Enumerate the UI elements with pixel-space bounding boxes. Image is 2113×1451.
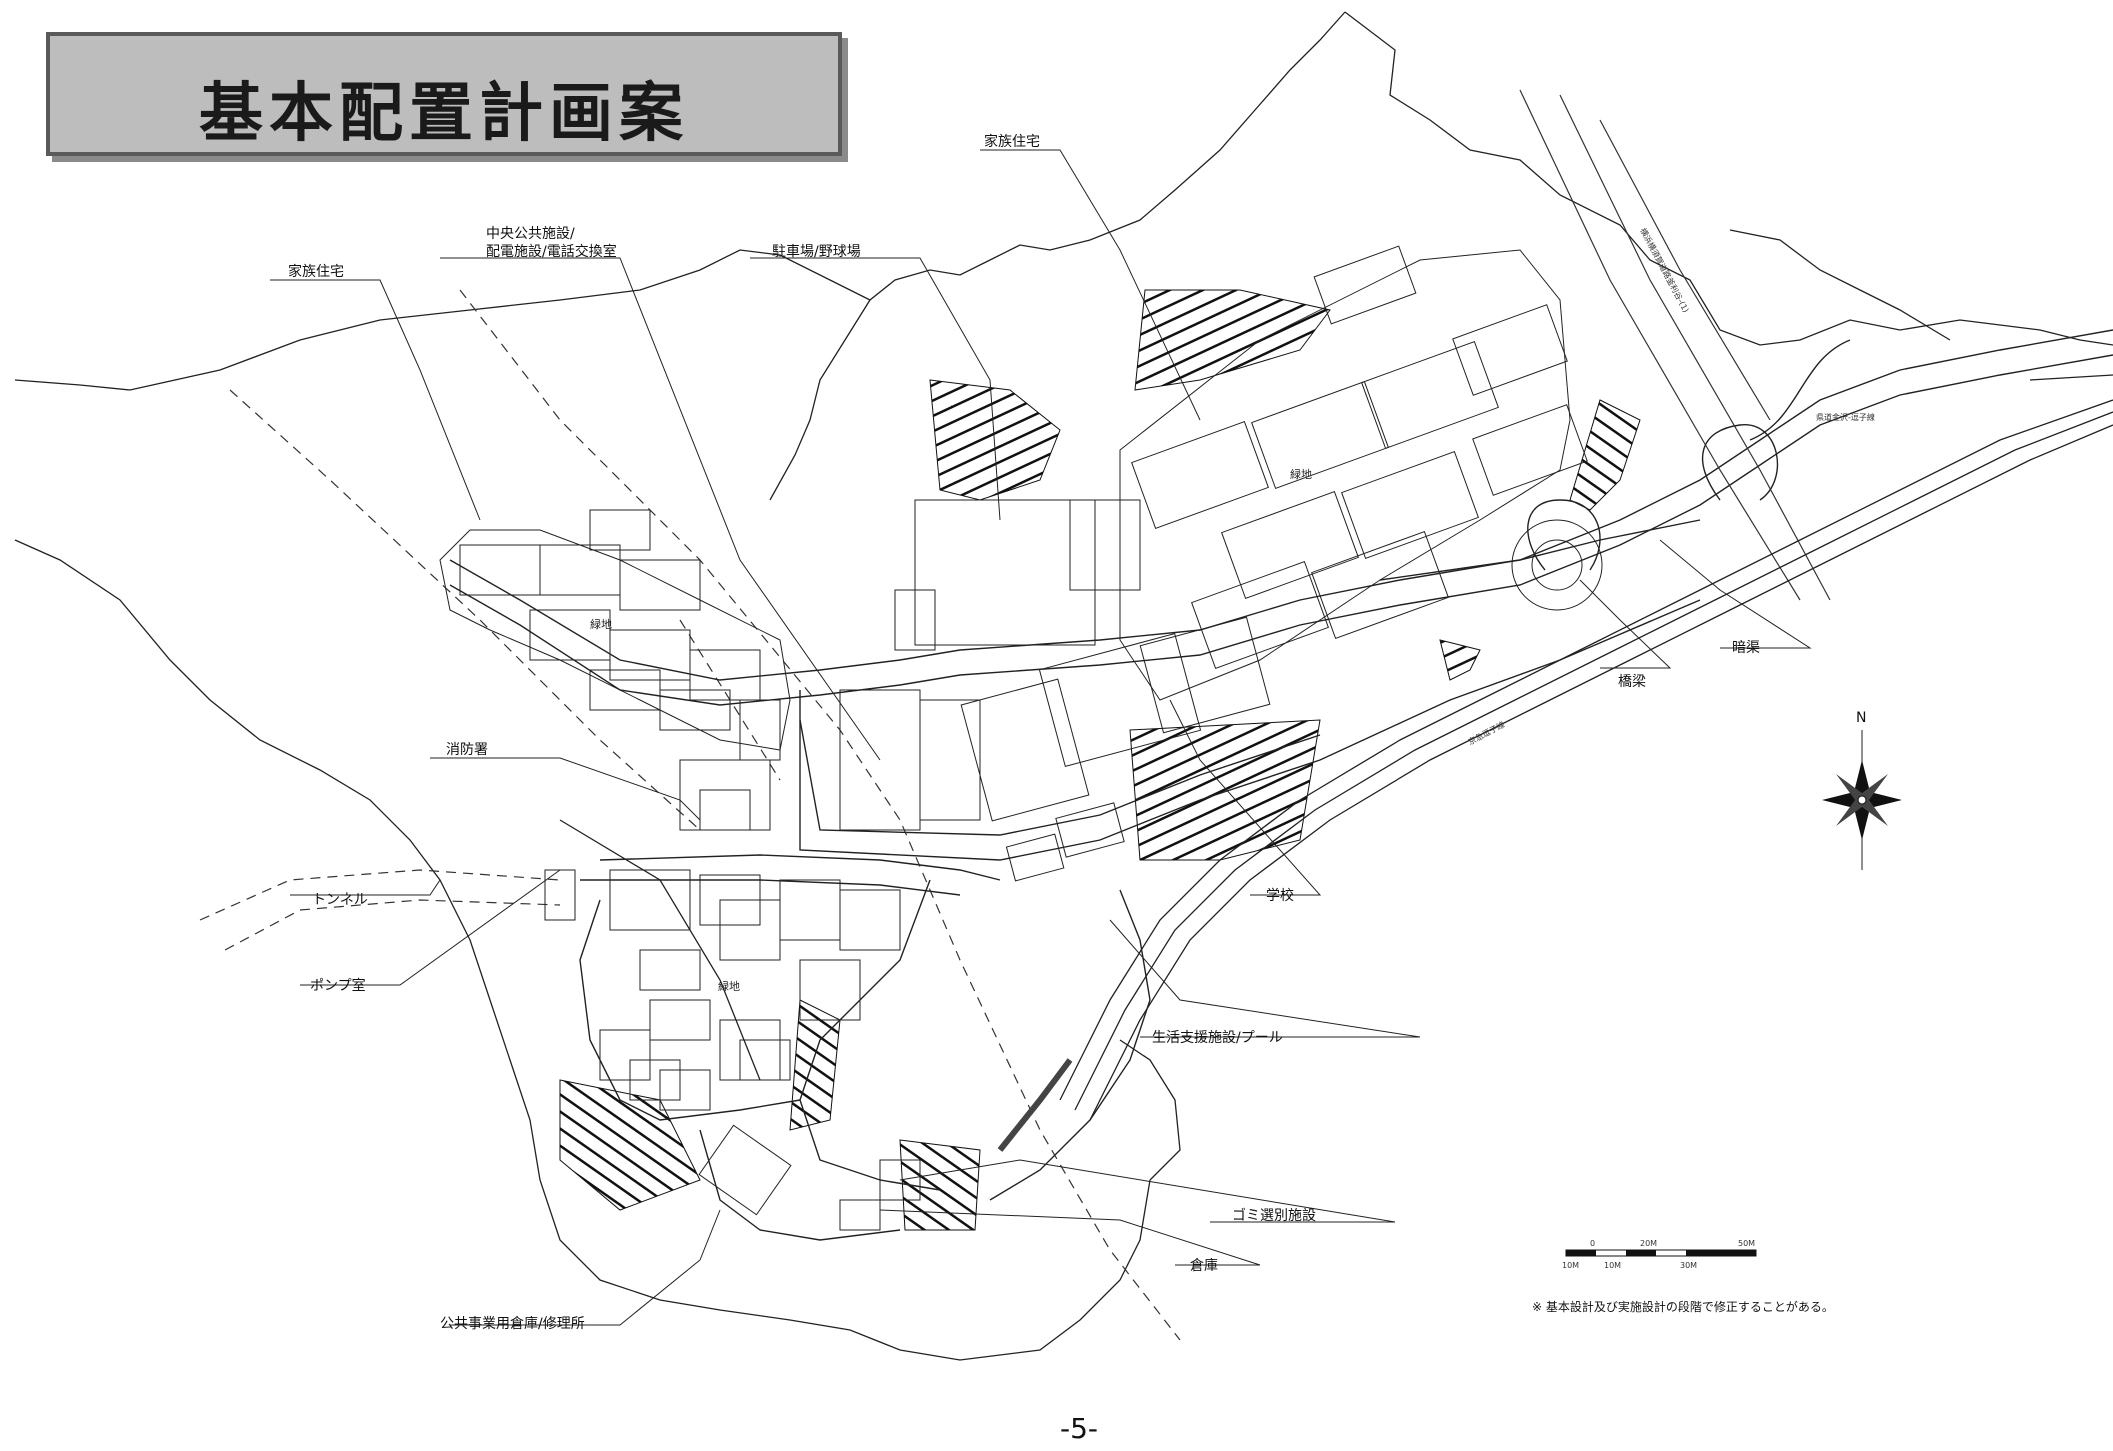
label-family-housing-ne: 家族住宅 [984,133,1040,150]
buildings-central [544,499,1603,921]
buildings-west [439,509,791,761]
compass-n-label: N [1856,710,1866,726]
railway [997,399,2113,1152]
buildings-south [599,869,921,1231]
label-prefectural-road: 県道金沢-逗子線 [1816,412,1875,422]
scale-top-1: 20M [1640,1239,1657,1248]
page-title: 基本配置計画案 [199,77,689,151]
label-central-public-1: 中央公共施設/ [486,226,575,242]
label-pump-room: ポンプ室 [310,977,366,994]
label-leader-lines [270,149,1812,1326]
scale-bottom-0: 10M [1562,1261,1579,1270]
label-culvert: 暗渠 [1732,640,1760,656]
label-warehouse: 倉庫 [1190,1257,1218,1274]
compass-rose: N [1822,710,1902,870]
label-keikyu-line: 京急逗子線 [1466,719,1506,747]
label-public-warehouse: 公共事業用倉庫/修理所 [440,1315,585,1332]
label-expressway: 横浜横須賀道路釜利谷-(1) [1638,226,1691,314]
label-tunnel: トンネル [312,892,368,908]
label-green-s: 緑地 [718,979,740,993]
scale-bottom-1: 10M [1604,1261,1621,1270]
label-family-housing-w: 家族住宅 [288,263,344,280]
site-boundary [14,11,2113,1361]
page-number: -5- [1060,1412,1099,1445]
scale-top-2: 50M [1738,1239,1755,1248]
scale-top-0: 0 [1590,1239,1595,1248]
label-parking-baseball: 駐車場/野球場 [772,243,861,260]
label-green-ne: 緑地 [1290,467,1312,481]
scale-bottom-2: 30M [1680,1261,1697,1270]
label-life-support: 生活支援施設/プール [1152,1030,1283,1046]
label-fire-station: 消防署 [446,742,488,758]
hatched-slopes [559,289,1641,1231]
title-box: 基本配置計画案 [46,32,842,156]
design-note: ※ 基本設計及び実施設計の段階で修正することがある。 [1532,1300,1834,1314]
scale-bar: 0 20M 50M 10M 10M 30M [1562,1239,1757,1270]
buildings-ne [1119,245,1588,701]
roads [449,329,2113,1241]
label-bridge: 橋梁 [1618,674,1646,690]
label-central-public-2: 配電施設/電話交換室 [486,243,617,260]
expressway-lines [1519,89,1831,601]
label-green-w: 緑地 [590,617,612,631]
map-labels: 家族住宅 家族住宅 中央公共施設/ 配電施設/電話交換室 駐車場/野球場 消防署… [288,133,1875,1332]
label-school: 学校 [1266,887,1294,904]
label-garbage: ゴミ選別施設 [1232,1207,1316,1224]
